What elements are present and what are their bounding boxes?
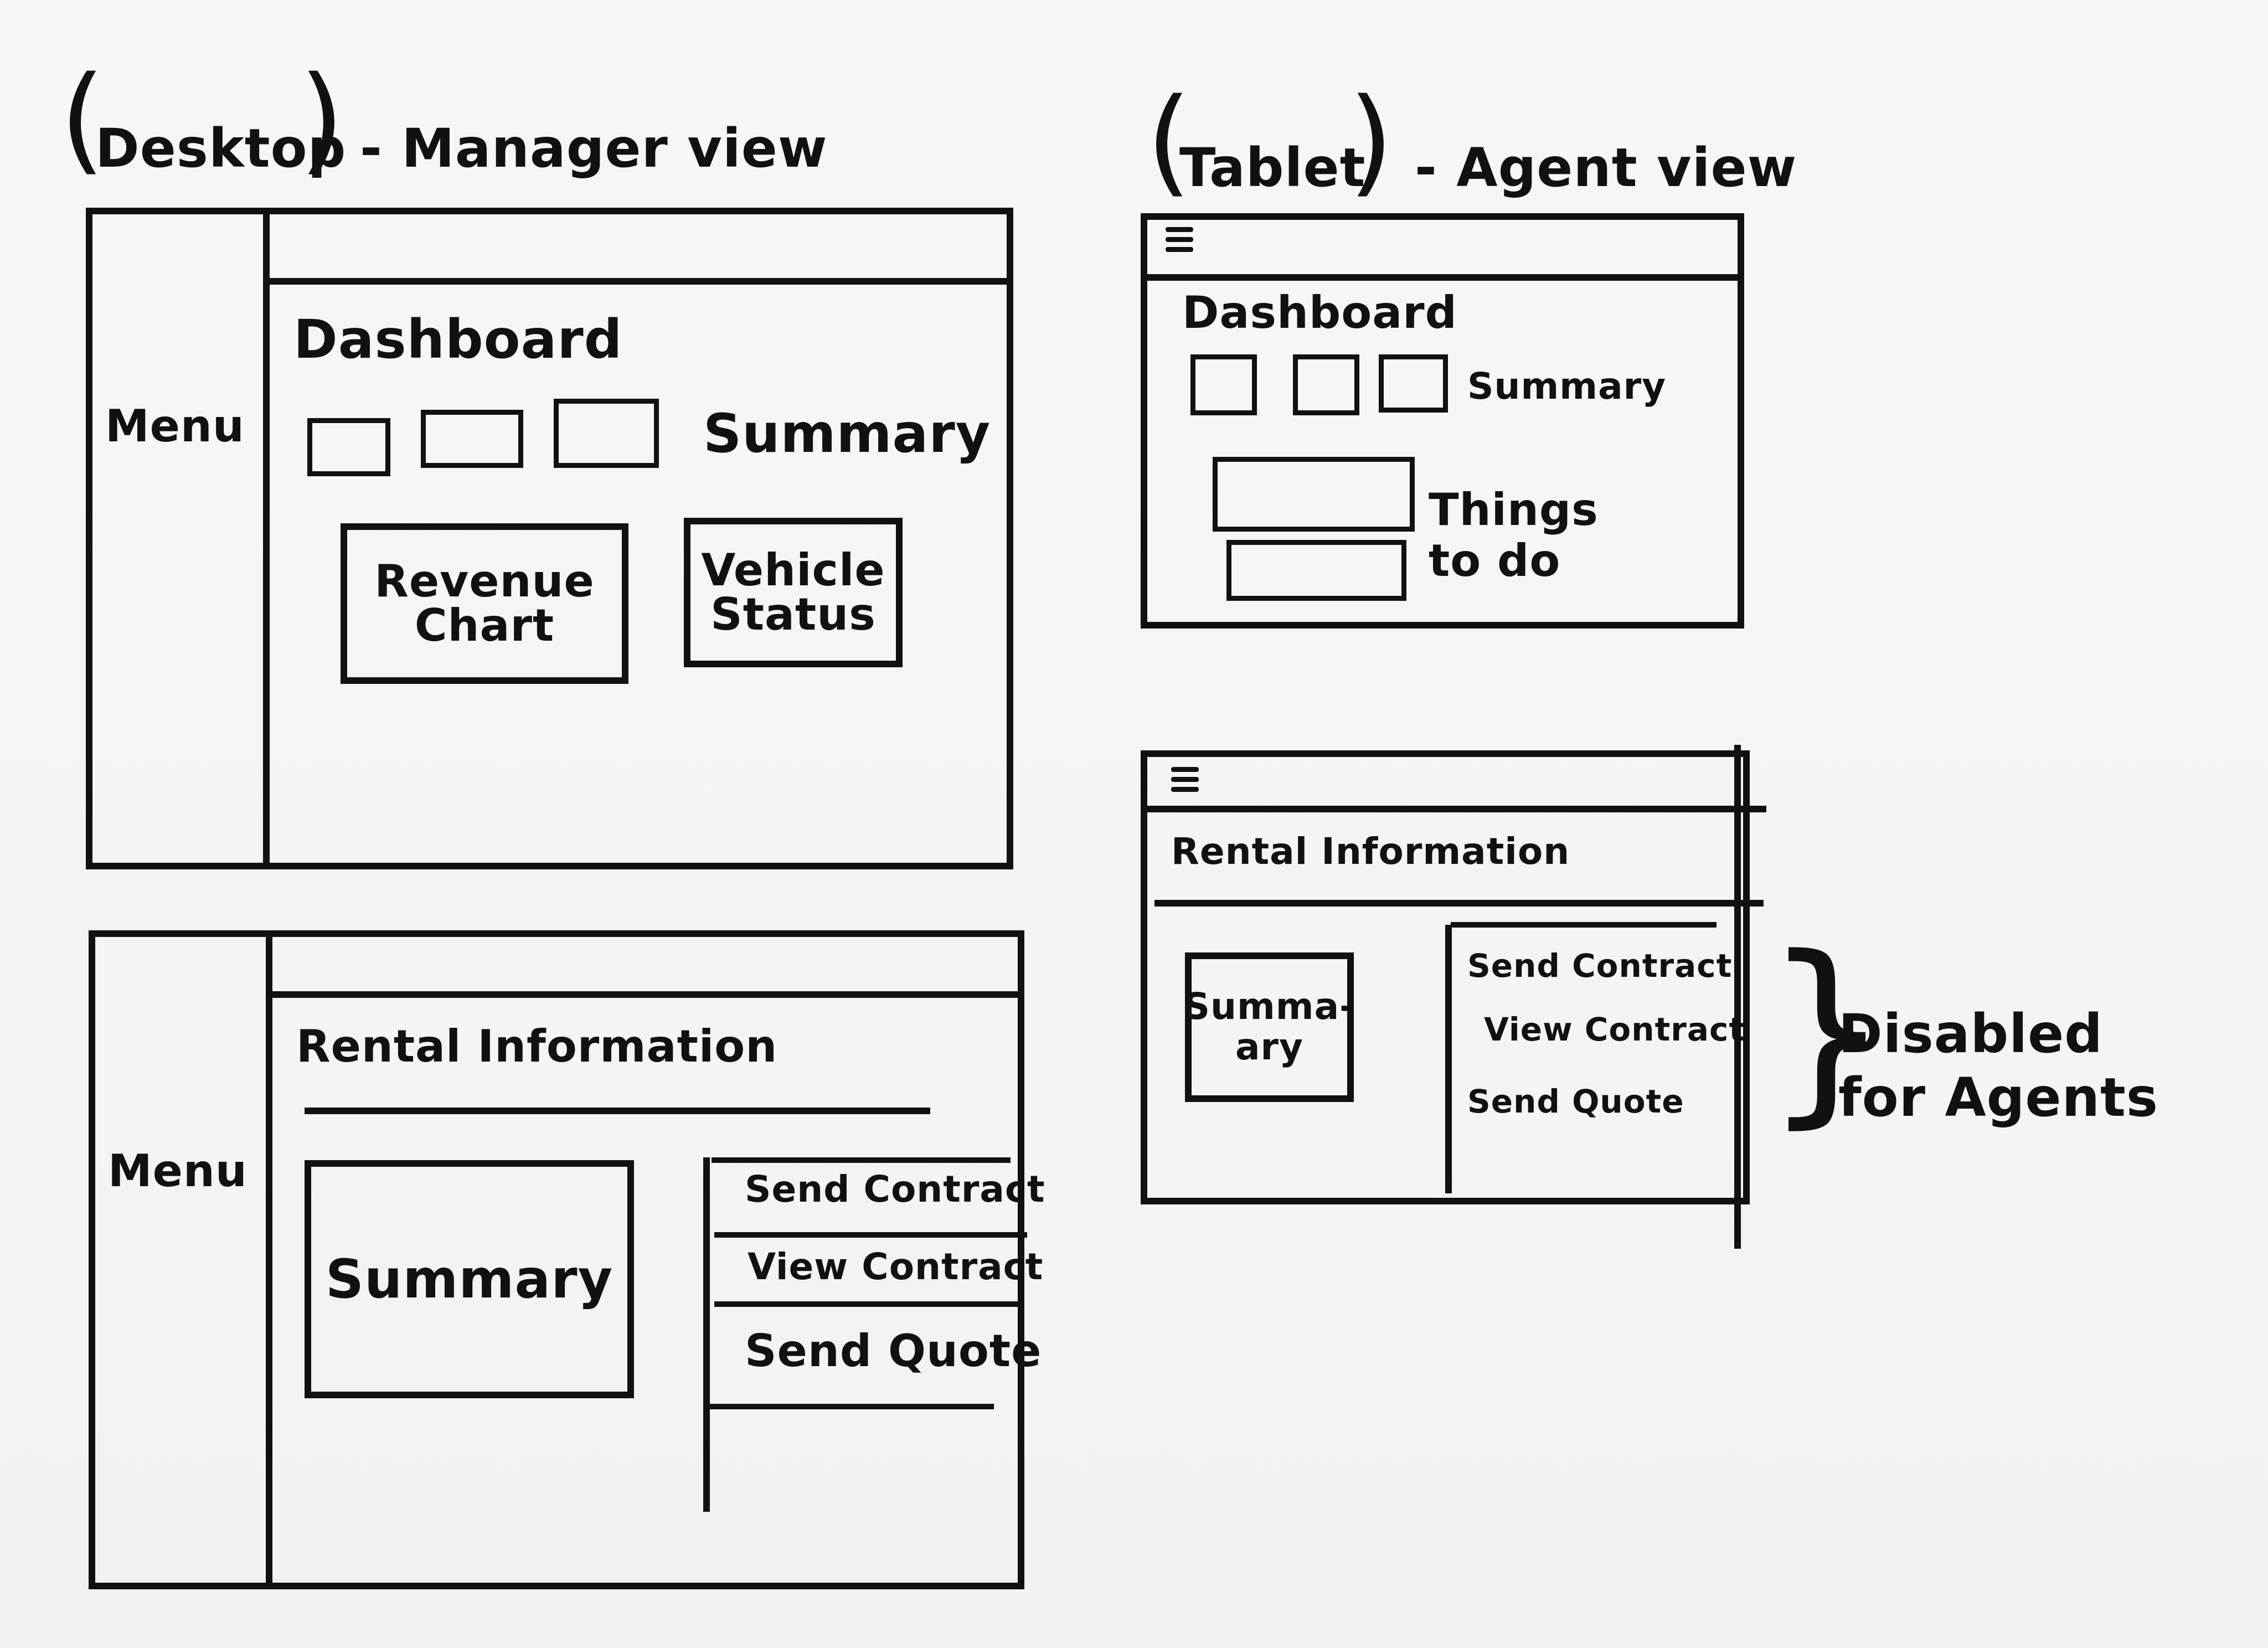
disabled-for-agents-note: Disabled for Agents [1838,1003,2158,1129]
desktop-rental-header-bar [269,991,1019,998]
desktop-actions-divider [703,1157,710,1512]
tablet-rental-summary-panel: Summa- ary [1184,952,1355,1102]
tablet-view-contract-action: View Contract [1484,1011,1745,1048]
tablet-dashboard-frame [1141,213,1744,629]
desktop-rental-summary-panel: Summary [305,1160,634,1398]
tablet-rental-title-underline [1154,900,1764,907]
vehicle-status-widget[interactable]: Vehicle Status [684,518,903,667]
desktop-device-label: Desktop [95,117,347,179]
desktop-dashboard-menu[interactable]: Menu [105,400,245,452]
tablet-actions-top-line [1451,922,1717,928]
hamburger-menu-icon[interactable] [1166,227,1193,257]
tablet-device-label: Tablet [1179,137,1366,199]
tablet-summary-card-1 [1190,354,1257,415]
desktop-actions-separator-2 [714,1301,1024,1307]
desktop-rental-sidebar-divider [266,936,272,1587]
things-to-do-label: Things to do [1429,484,1599,586]
desktop-dashboard-sidebar-divider [263,213,270,867]
tablet-rental-frame [1141,750,1750,1204]
desktop-rental-frame [89,930,1024,1589]
summary-card-1 [307,418,390,476]
hamburger-menu-icon[interactable] [1171,767,1199,797]
desktop-send-quote-action[interactable]: Send Quote [745,1325,1042,1377]
tablet-dashboard-title: Dashboard [1182,287,1457,338]
desktop-dashboard-frame [86,208,1013,869]
tablet-rental-right-edge [1734,745,1741,1249]
tablet-view-label: - Agent view [1415,137,1797,199]
desktop-actions-separator-1 [714,1232,1027,1238]
desktop-view-label: - Manager view [360,117,828,179]
revenue-chart-widget[interactable]: Revenue Chart [341,523,628,684]
desktop-actions-top-line [712,1157,1011,1163]
tablet-summary-card-2 [1293,354,1359,415]
desktop-dashboard-header-bar [266,278,1008,285]
desktop-dashboard-summary-label: Summary [703,403,991,465]
desktop-send-contract-action[interactable]: Send Contract [745,1168,1045,1211]
summary-card-3 [554,399,659,468]
desktop-rental-menu[interactable]: Menu [108,1145,248,1197]
close-paren: ) [1348,73,1394,209]
tablet-actions-divider [1445,925,1452,1193]
open-paren: ( [1146,73,1192,209]
summary-card-2 [421,410,523,468]
desktop-rental-title-underline [305,1108,930,1114]
todo-item-2[interactable] [1226,540,1406,601]
tablet-dashboard-summary-label: Summary [1467,365,1667,408]
disabled-brace: } [1764,914,1891,1146]
open-paren: ( [60,51,105,187]
desktop-dashboard-title: Dashboard [293,308,623,370]
todo-item-1[interactable] [1213,457,1415,532]
tablet-dashboard-header-bar [1146,274,1741,281]
close-paren: ) [299,51,344,187]
desktop-actions-bottom-line [706,1404,994,1409]
tablet-send-contract-action: Send Contract [1467,947,1733,985]
tablet-summary-card-3 [1379,354,1448,413]
tablet-send-quote-action: Send Quote [1467,1083,1684,1120]
desktop-rental-title: Rental Information [296,1021,778,1072]
tablet-rental-header-bar [1146,806,1766,812]
tablet-rental-title: Rental Information [1171,830,1570,873]
desktop-view-contract-action[interactable]: View Contract [748,1245,1044,1288]
